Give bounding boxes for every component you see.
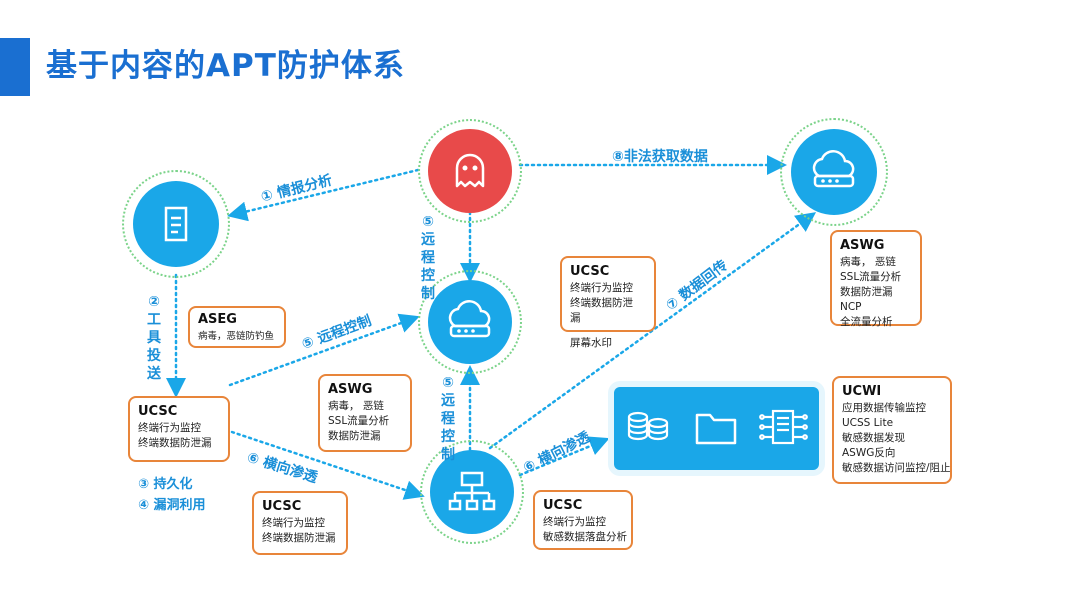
box-aswg-right-line: 数据防泄漏	[840, 286, 893, 298]
cloud-server-icon	[448, 300, 491, 338]
box-aseg-title: ASEG	[198, 312, 237, 327]
box-aswg-mid: ASWG 病毒， 恶链 SSL流量分析 数据防泄漏	[318, 374, 412, 452]
box-ucwi-line: 敏感数据访问监控/阻止	[842, 462, 951, 474]
box-ucsc-top: UCSC 终端行为监控 终端数据防泄 漏	[560, 256, 656, 332]
cloud-right-node	[791, 129, 877, 215]
box-ucwi: UCWI 应用数据传输监控 UCSS Lite 敏感数据发现 ASWG反向 敏感…	[832, 376, 952, 484]
box-ucsc-left: UCSC 终端行为监控 终端数据防泄漏	[128, 396, 230, 462]
ucsc-top-overflow-line: 屏幕水印	[570, 337, 612, 349]
arrow-intel	[227, 168, 420, 222]
network-node-ring	[420, 440, 524, 544]
box-ucwi-line: UCSS Lite	[842, 417, 894, 429]
box-ucsc-bottom-line: 敏感数据落盘分析	[543, 531, 627, 543]
label-exfil: ⑧非法获取数据	[612, 149, 708, 165]
network-topology-icon	[448, 471, 496, 511]
box-ucsc-bottom-title: UCSC	[543, 498, 583, 513]
box-ucsc-bottom-left-title: UCSC	[262, 499, 302, 514]
folder-icon	[695, 413, 737, 445]
box-aswg-right-title: ASWG	[840, 238, 885, 253]
cloud-center-node	[428, 280, 512, 364]
database-icon	[627, 411, 669, 441]
page-title: 基于内容的APT防护体系	[46, 48, 405, 84]
ghost-node-ring	[418, 119, 522, 223]
network-node	[430, 450, 514, 534]
document-icon	[164, 206, 188, 242]
box-aswg-right-line: 病毒， 恶链	[840, 256, 896, 268]
label-deliver: ② 工 具 投 送	[147, 294, 161, 382]
document-node	[133, 181, 219, 267]
box-ucsc-bottom-left-line: 终端行为监控	[262, 517, 325, 529]
ghost-node	[428, 129, 512, 213]
box-ucsc-left-line: 终端数据防泄漏	[138, 437, 212, 449]
box-aswg-mid-line: 数据防泄漏	[328, 430, 381, 442]
cloud-center-node-ring	[418, 270, 522, 374]
box-ucsc-bottom-line: 终端行为监控	[543, 516, 606, 528]
arrow-lateral-left	[230, 430, 425, 500]
label-exploit: ④ 漏洞利用	[138, 498, 206, 513]
box-ucsc-top-line: 漏	[570, 312, 581, 324]
box-aseg-line: 病毒，恶链防钓鱼	[198, 331, 275, 342]
box-aswg-right-line: SSL流量分析	[840, 271, 902, 283]
box-ucsc-left-line: 终端行为监控	[138, 422, 201, 434]
box-ucsc-left-title: UCSC	[138, 404, 178, 419]
box-aswg-right-line: 全流量分析	[840, 316, 893, 328]
server-chip-icon	[759, 409, 808, 445]
box-ucsc-bottom-left-line: 终端数据防泄漏	[262, 532, 336, 544]
cloud-server-icon	[812, 150, 855, 188]
box-ucsc-top-line: 终端行为监控	[570, 282, 633, 294]
label-remote-mid: ⑤ 远 程 控 制	[441, 375, 455, 463]
box-aseg: ASEG 病毒，恶链防钓鱼	[188, 306, 286, 348]
document-node-ring	[122, 170, 230, 278]
box-ucwi-line: 应用数据传输监控	[842, 402, 926, 414]
ghost-icon	[455, 153, 485, 188]
box-aswg-right-line: NCP	[840, 301, 862, 313]
box-ucsc-bottom-left: UCSC 终端行为监控 终端数据防泄漏	[252, 491, 348, 555]
data-assets-panel	[614, 387, 819, 470]
box-ucwi-line: 敏感数据发现	[842, 432, 905, 444]
cloud-right-node-ring	[780, 118, 888, 226]
box-ucsc-bottom: UCSC 终端行为监控 敏感数据落盘分析	[533, 490, 633, 550]
arrow-data-return	[488, 212, 817, 450]
box-aswg-right: ASWG 病毒， 恶链 SSL流量分析 数据防泄漏 NCP 全流量分析	[830, 230, 922, 328]
box-ucwi-title: UCWI	[842, 384, 882, 399]
box-aswg-mid-line: 病毒， 恶链	[328, 400, 384, 412]
arrow-remote-left	[228, 313, 420, 387]
label-remote-top: ⑤ 远 程 控 制	[421, 214, 435, 302]
box-ucsc-top-title: UCSC	[570, 264, 610, 279]
box-ucwi-line: ASWG反向	[842, 447, 896, 459]
box-ucsc-top-line: 终端数据防泄	[570, 297, 633, 309]
box-aswg-mid-line: SSL流量分析	[328, 415, 390, 427]
label-persistence: ③ 持久化	[138, 477, 193, 492]
box-aswg-mid-title: ASWG	[328, 382, 373, 397]
title-accent-bar	[0, 38, 30, 96]
